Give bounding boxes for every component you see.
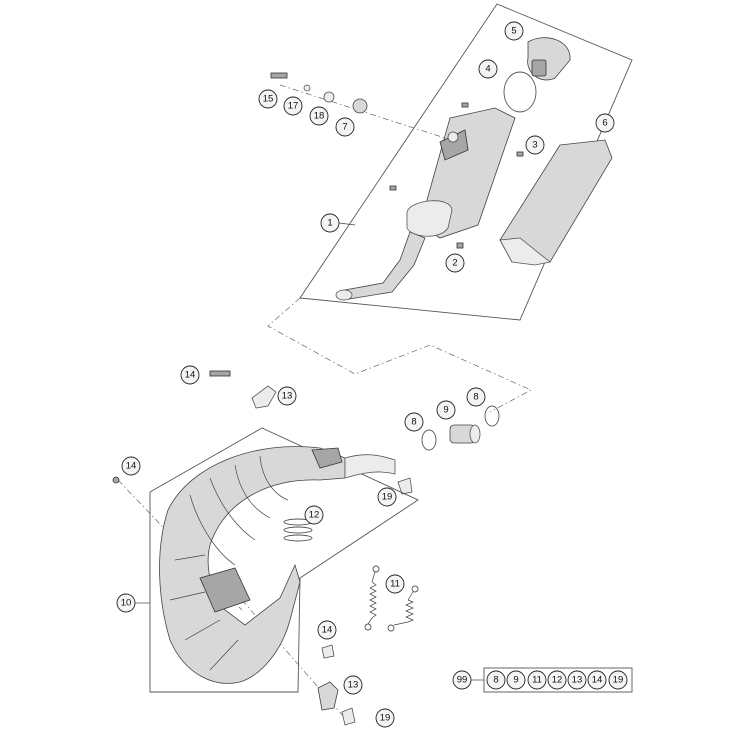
svg-text:99: 99 (457, 675, 468, 686)
springs (364, 565, 419, 632)
o-rings (283, 518, 313, 542)
callout-19-bottom: 19 (375, 708, 395, 728)
svg-text:14: 14 (185, 370, 196, 381)
kit-callout: 99 8 9 11 12 13 14 19 (452, 667, 633, 693)
kit-item-11: 11 (527, 670, 547, 690)
svg-text:18: 18 (314, 111, 325, 122)
svg-text:3: 3 (532, 140, 537, 151)
svg-text:9: 9 (513, 675, 518, 686)
svg-text:2: 2 (452, 258, 457, 269)
svg-text:14: 14 (126, 461, 137, 472)
callout-14-top: 14 (180, 365, 200, 385)
svg-text:19: 19 (382, 492, 393, 503)
kit-item-9: 9 (506, 670, 526, 690)
callout-15: 15 (258, 89, 278, 109)
svg-text:11: 11 (390, 579, 400, 590)
callout-13-bottom: 13 (343, 675, 363, 695)
callout-8-right: 8 (466, 387, 486, 407)
callout-5: 5 (504, 21, 524, 41)
svg-text:13: 13 (348, 680, 359, 691)
gasket-ring (503, 71, 537, 113)
kit-item-19: 19 (608, 670, 628, 690)
connector-leader-upper (267, 297, 532, 413)
svg-text:19: 19 (613, 675, 624, 686)
svg-text:1: 1 (327, 218, 332, 229)
callout-2: 2 (445, 253, 465, 273)
kit-item-14: 14 (587, 670, 607, 690)
svg-text:11: 11 (532, 675, 542, 686)
lower-fasteners (112, 476, 356, 726)
svg-text:8: 8 (493, 675, 498, 686)
kit-item-13: 13 (567, 670, 587, 690)
kit-item-8: 8 (486, 670, 506, 690)
kit-item-12: 12 (547, 670, 567, 690)
callout-9: 9 (436, 400, 456, 420)
svg-text:4: 4 (485, 64, 490, 75)
silencer-bolts (389, 102, 524, 249)
callout-8-left: 8 (404, 412, 424, 432)
end-cap (527, 37, 571, 81)
svg-text:10: 10 (121, 598, 132, 609)
callout-12: 12 (304, 505, 324, 525)
svg-text:17: 17 (288, 101, 299, 112)
callout-11: 11 (385, 574, 405, 594)
callout-10: 10 (116, 593, 136, 613)
svg-text:12: 12 (309, 510, 320, 521)
callout-6: 6 (595, 113, 615, 133)
kit-box (483, 667, 633, 693)
svg-text:19: 19 (380, 713, 391, 724)
callout-14-left: 14 (121, 456, 141, 476)
callout-18: 18 (309, 106, 329, 126)
svg-text:8: 8 (473, 392, 478, 403)
callout-14-bottom: 14 (317, 620, 337, 640)
exhaust-pipe-frame (149, 427, 419, 693)
svg-text:13: 13 (572, 675, 583, 686)
callout-3: 3 (525, 135, 545, 155)
silencer-sleeve (499, 139, 613, 266)
svg-text:13: 13 (282, 391, 293, 402)
svg-text:9: 9 (443, 405, 448, 416)
svg-text:12: 12 (552, 675, 563, 686)
callout-1: 1 (320, 213, 340, 233)
callout-4: 4 (478, 59, 498, 79)
svg-text:6: 6 (602, 118, 607, 129)
svg-text:7: 7 (342, 122, 347, 133)
silencer-body (335, 107, 516, 301)
fastener-stack-top (270, 72, 368, 114)
callout-19-mid: 19 (377, 487, 397, 507)
svg-text:5: 5 (511, 26, 516, 37)
svg-text:14: 14 (322, 625, 333, 636)
silencer-group-frame (299, 3, 633, 321)
callout-17: 17 (283, 96, 303, 116)
svg-text:15: 15 (263, 94, 274, 105)
flange-parts (209, 370, 500, 495)
exhaust-pipe (159, 446, 396, 684)
svg-text:8: 8 (411, 417, 416, 428)
callout-13-top: 13 (277, 386, 297, 406)
svg-text:14: 14 (592, 675, 603, 686)
callout-7: 7 (335, 117, 355, 137)
